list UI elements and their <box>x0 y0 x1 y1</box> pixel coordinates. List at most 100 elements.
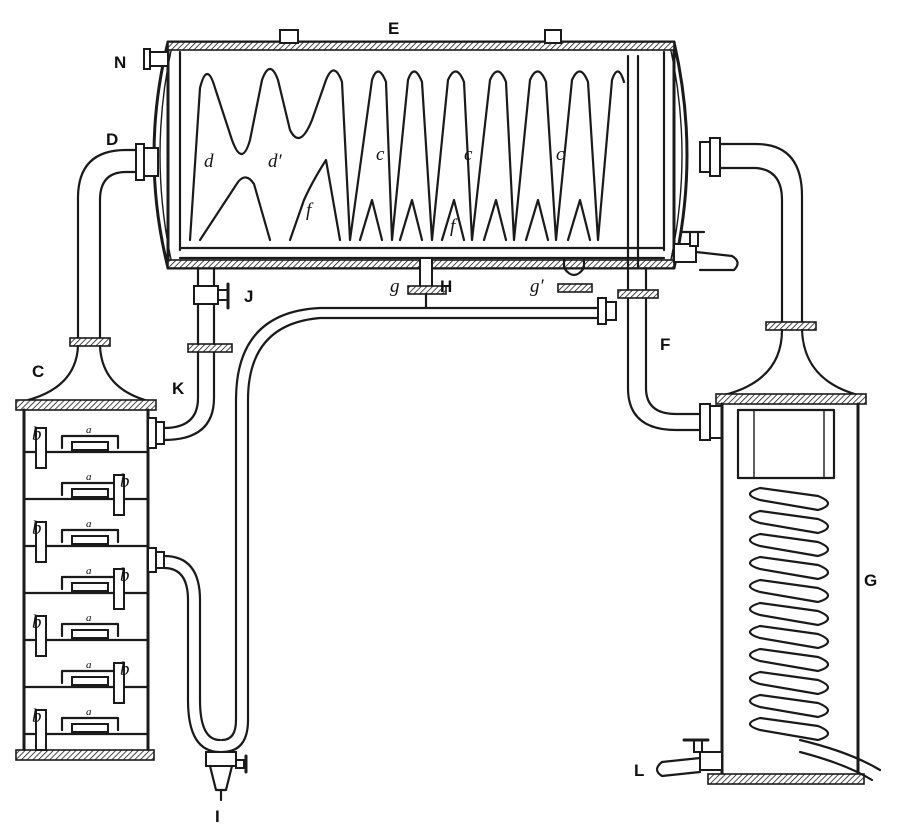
flange-f <box>617 289 659 299</box>
column-top-plate <box>15 399 157 411</box>
tap-l <box>655 738 723 778</box>
coil-turn <box>748 578 830 604</box>
label-g: g <box>390 276 400 297</box>
flange-cylinder-right <box>699 141 711 173</box>
internal-baffles <box>188 67 626 242</box>
downcomer <box>35 709 47 751</box>
label-h: H <box>440 277 452 296</box>
column-base-plate <box>15 749 155 761</box>
condenser-coil <box>748 486 830 742</box>
label-a: a <box>86 706 92 718</box>
label-a: a <box>86 518 92 530</box>
pipe-to-condenser <box>699 137 817 331</box>
flange-d <box>135 143 145 181</box>
label-b: b <box>120 471 130 492</box>
label-a: a <box>86 612 92 624</box>
tap-i <box>205 751 248 802</box>
bubble-cap-riser <box>71 629 109 639</box>
label-f-cap: F <box>660 335 670 354</box>
label-b: b <box>32 424 42 445</box>
connector-g-prime <box>557 256 593 293</box>
coil-turn <box>748 624 830 650</box>
flange-k-top <box>187 343 233 353</box>
label-b: b <box>120 565 130 586</box>
downcomer <box>113 662 125 704</box>
coil-turn <box>748 670 830 696</box>
bubble-cap-riser <box>71 535 109 545</box>
coil-turn <box>748 486 830 512</box>
top-nozzle-right <box>544 29 562 44</box>
coil-turn <box>748 532 830 558</box>
coil-turn <box>748 693 830 719</box>
downcomer <box>35 615 47 657</box>
return-pipe <box>147 297 617 802</box>
condenser-header-box <box>736 408 836 480</box>
flange-side-inlet <box>147 547 157 573</box>
pipe-d <box>69 143 159 347</box>
flange-f-condenser <box>699 403 711 441</box>
label-i: I <box>215 807 220 826</box>
bubble-cap <box>60 528 120 544</box>
baffle-zigzag-lower <box>198 158 592 242</box>
coil-turn <box>748 716 830 742</box>
cylinder-lagging-top <box>167 41 675 51</box>
pipe-f <box>617 266 723 441</box>
bubble-cap-riser <box>71 582 109 592</box>
label-a: a <box>86 565 92 577</box>
downcomer <box>35 521 47 563</box>
bubble-cap-riser <box>71 441 109 451</box>
condenser-base-plate <box>707 773 865 785</box>
bubble-cap-riser <box>71 723 109 733</box>
top-nozzle-left <box>279 29 299 44</box>
bubble-cap-riser <box>71 488 109 498</box>
cylinder-right-cap <box>672 40 689 270</box>
baffle-zigzag <box>188 67 626 242</box>
downcomer <box>113 474 125 516</box>
bubble-cap-riser <box>71 676 109 686</box>
label-c-cap: C <box>32 362 44 381</box>
label-n: N <box>114 53 126 72</box>
downcomer <box>113 568 125 610</box>
flange-g-prime-pipe <box>597 297 607 325</box>
label-g-prime: g′ <box>530 276 545 297</box>
label-j: J <box>244 287 253 306</box>
pipe-k <box>147 266 233 449</box>
label-d: d <box>204 151 214 172</box>
label-b: b <box>32 612 42 633</box>
label-g-cap: G <box>864 571 877 590</box>
bubble-cap <box>60 716 120 732</box>
flange-c-top <box>69 337 111 347</box>
label-b: b <box>120 659 130 680</box>
coil-turn <box>748 509 830 535</box>
coil-turn <box>748 601 830 627</box>
condenser <box>655 328 882 785</box>
label-k: K <box>172 379 185 398</box>
label-f-1: f <box>306 200 314 221</box>
label-c-1: c <box>376 144 385 165</box>
label-e: E <box>388 19 399 38</box>
label-f-2: f <box>450 216 458 237</box>
downcomer <box>35 427 47 469</box>
label-l: L <box>634 761 644 780</box>
flange-condenser-top <box>765 321 817 331</box>
valve-n <box>143 48 169 70</box>
coil-turn <box>748 555 830 581</box>
spigot-right <box>673 230 739 272</box>
coil-turn <box>748 647 830 673</box>
label-b: b <box>32 518 42 539</box>
flange-g-prime <box>557 283 593 293</box>
label-d-prime: d′ <box>268 151 283 172</box>
label-c-3: c <box>556 144 565 165</box>
label-d-cap: D <box>106 130 118 149</box>
label-a: a <box>86 424 92 436</box>
label-c-2: c <box>464 144 473 165</box>
flange-k <box>147 417 157 449</box>
condenser-top-plate <box>715 393 867 405</box>
label-b: b <box>32 706 42 727</box>
bubble-cap <box>60 622 120 638</box>
valve-j <box>193 282 230 310</box>
